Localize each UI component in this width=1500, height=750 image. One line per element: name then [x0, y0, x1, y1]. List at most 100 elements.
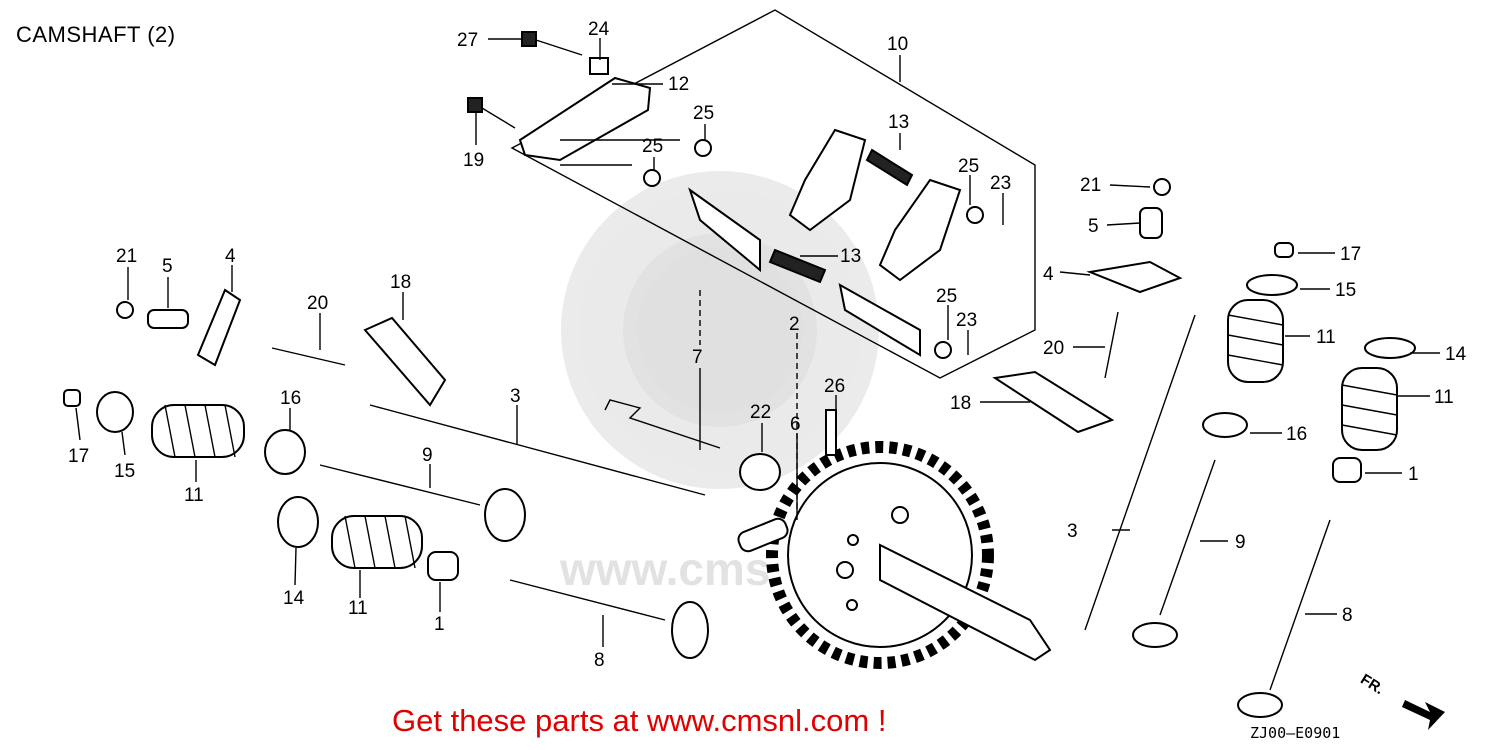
- group-outline-10: [510, 9, 1036, 379]
- seal-16-left: [264, 429, 306, 475]
- rocker-4-left: [196, 288, 242, 367]
- spring-11-right-top: [1227, 299, 1284, 383]
- callout-label: 12: [668, 74, 689, 95]
- callout-label: 10: [887, 34, 908, 55]
- callout-label: 11: [1316, 327, 1336, 348]
- cap-1-left: [427, 551, 459, 581]
- callout-label: 25: [693, 103, 714, 124]
- callout-labels: 27 24 12 10 19 25 25 13 13 25 23 25 23 2…: [68, 19, 1467, 671]
- stud-20-left: [271, 347, 346, 366]
- callout-label: 22: [750, 402, 771, 423]
- callout-label: 4: [1043, 264, 1054, 285]
- callout-label: 7: [692, 347, 703, 368]
- camshaft-gear-part: [766, 441, 1052, 669]
- guide-plate-18-right: [992, 370, 1115, 434]
- adjuster-5-left: [147, 309, 189, 329]
- cotter-17-left: [63, 389, 81, 407]
- callout-label: 18: [950, 393, 971, 414]
- cotter-17-right: [1274, 242, 1294, 258]
- washer-25a: [694, 139, 712, 157]
- callout-label: 21: [116, 246, 137, 267]
- guide-plate-18-left: [363, 316, 447, 407]
- valve-head-9-left: [484, 488, 526, 542]
- callout-label: 8: [1342, 605, 1353, 626]
- adjuster-5-right: [1139, 207, 1163, 239]
- retainer-14-right: [1364, 337, 1416, 359]
- callout-label: 15: [1335, 280, 1356, 301]
- washer-25d: [934, 341, 952, 359]
- spring-11-right-bottom: [1341, 367, 1398, 451]
- callout-label: 3: [510, 386, 521, 407]
- rocker-bracket-part: [518, 76, 680, 166]
- callout-label: 14: [283, 588, 305, 609]
- callout-label: 18: [390, 272, 411, 293]
- callout-label: 9: [1235, 532, 1246, 553]
- callout-label: 11: [348, 598, 368, 619]
- callout-label: 5: [162, 256, 173, 277]
- callout-label: 25: [642, 136, 663, 157]
- page-title: CAMSHAFT (2): [16, 22, 176, 47]
- bolt-19: [467, 97, 516, 129]
- retainer-14-left: [277, 496, 319, 548]
- callout-label: 27: [457, 30, 478, 51]
- leader-lines: [75, 38, 1440, 647]
- spring-6: [737, 517, 789, 553]
- callout-label: 13: [840, 246, 861, 267]
- nut-21-left: [116, 301, 134, 319]
- callout-label: 26: [824, 376, 845, 397]
- callout-label: 2: [789, 314, 800, 335]
- spring-11-left-top: [151, 404, 245, 458]
- washer-22: [739, 453, 781, 491]
- valve-stem-9-right: [1159, 459, 1216, 616]
- washer-25c: [966, 206, 984, 224]
- callout-label: 15: [114, 461, 135, 482]
- rocker-4-right: [1086, 260, 1183, 294]
- callout-label: 9: [422, 445, 433, 466]
- pushrod-3-right: [1084, 314, 1196, 631]
- callout-label: 19: [463, 150, 484, 171]
- callout-label: 16: [280, 388, 301, 409]
- callout-label: 17: [1340, 244, 1361, 265]
- callout-label: 11: [1434, 387, 1454, 408]
- callout-label: 21: [1080, 175, 1101, 196]
- diagram-reference-code: ZJ00—E0901: [1250, 724, 1341, 742]
- callout-label: 14: [1445, 344, 1467, 365]
- callout-label: 1: [434, 614, 445, 635]
- stud-20-right: [1104, 311, 1119, 379]
- valve-head-8-right: [1237, 692, 1283, 718]
- retainer-15-left: [96, 391, 134, 433]
- front-direction-arrow-icon: [1402, 700, 1445, 730]
- spring-11-left-bottom: [331, 515, 423, 569]
- valve-head-8-left: [671, 601, 709, 659]
- valve-stem-8-right: [1269, 519, 1331, 691]
- callout-label: 1: [1408, 464, 1419, 485]
- callout-label: 6: [790, 414, 801, 435]
- callout-label: 11: [184, 485, 204, 506]
- callout-label: 25: [936, 286, 957, 307]
- callout-label: 13: [888, 112, 909, 133]
- callout-label: 20: [307, 293, 328, 314]
- lever-7: [604, 399, 721, 449]
- bolt-27: [521, 31, 583, 56]
- valve-stem-8-left: [509, 579, 666, 621]
- callout-label: 25: [958, 156, 979, 177]
- valve-head-9-right: [1132, 622, 1178, 648]
- callout-label: 16: [1286, 424, 1307, 445]
- callout-label: 23: [990, 173, 1011, 194]
- pin-26: [825, 409, 837, 456]
- callout-label: 4: [225, 246, 236, 267]
- pushrod-3-left: [369, 404, 706, 496]
- valve-stem-9-left: [319, 464, 481, 506]
- promo-link-text[interactable]: Get these parts at www.cmsnl.com !: [392, 703, 887, 738]
- callout-label: 24: [588, 19, 610, 40]
- rocker-arm-assembly: [688, 128, 962, 357]
- callout-label: 3: [1067, 521, 1078, 542]
- washer-25b: [643, 169, 661, 187]
- callout-label: 23: [956, 310, 977, 331]
- seal-16-right: [1202, 412, 1248, 438]
- nut-21-right: [1153, 178, 1171, 196]
- callout-label: 8: [594, 650, 605, 671]
- callout-label: 17: [68, 446, 89, 467]
- callout-label: 20: [1043, 338, 1064, 359]
